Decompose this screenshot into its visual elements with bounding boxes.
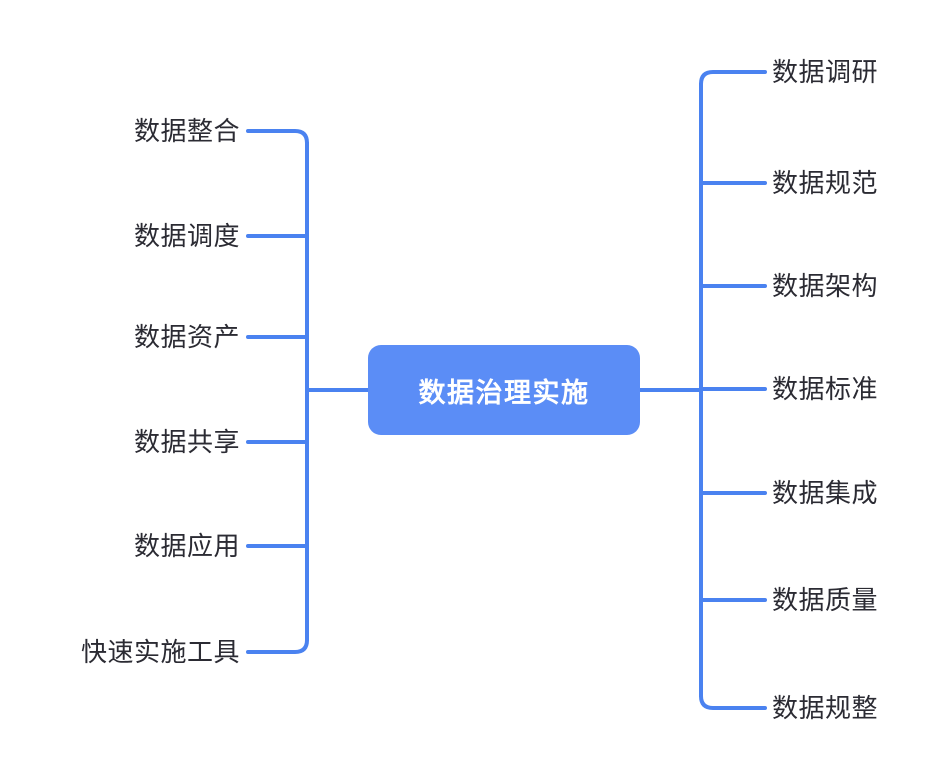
branch-label-left-3[interactable]: 数据共享	[133, 427, 240, 457]
right-connector-0	[699, 70, 767, 86]
right-connector-6	[699, 694, 767, 710]
branch-label-right-2[interactable]: 数据架构	[772, 271, 879, 301]
center-node[interactable]: 数据治理实施	[368, 345, 640, 435]
branch-label-left-0[interactable]: 数据整合	[133, 116, 240, 146]
branch-label-left-5[interactable]: 快速实施工具	[80, 637, 240, 667]
branch-label-right-3[interactable]: 数据标准	[772, 374, 879, 404]
branch-label-left-2[interactable]: 数据资产	[133, 322, 240, 352]
branch-label-right-4[interactable]: 数据集成	[772, 478, 879, 508]
branch-label-right-6[interactable]: 数据规整	[772, 693, 879, 723]
left-connector-0	[246, 129, 309, 145]
branch-label-left-4[interactable]: 数据应用	[133, 531, 240, 561]
branch-label-right-1[interactable]: 数据规范	[772, 168, 879, 198]
branch-label-right-5[interactable]: 数据质量	[772, 585, 879, 615]
left-connector-5	[246, 638, 309, 654]
center-node-label: 数据治理实施	[418, 377, 590, 408]
branch-label-left-1[interactable]: 数据调度	[133, 221, 240, 251]
branch-label-right-0[interactable]: 数据调研	[772, 57, 879, 87]
